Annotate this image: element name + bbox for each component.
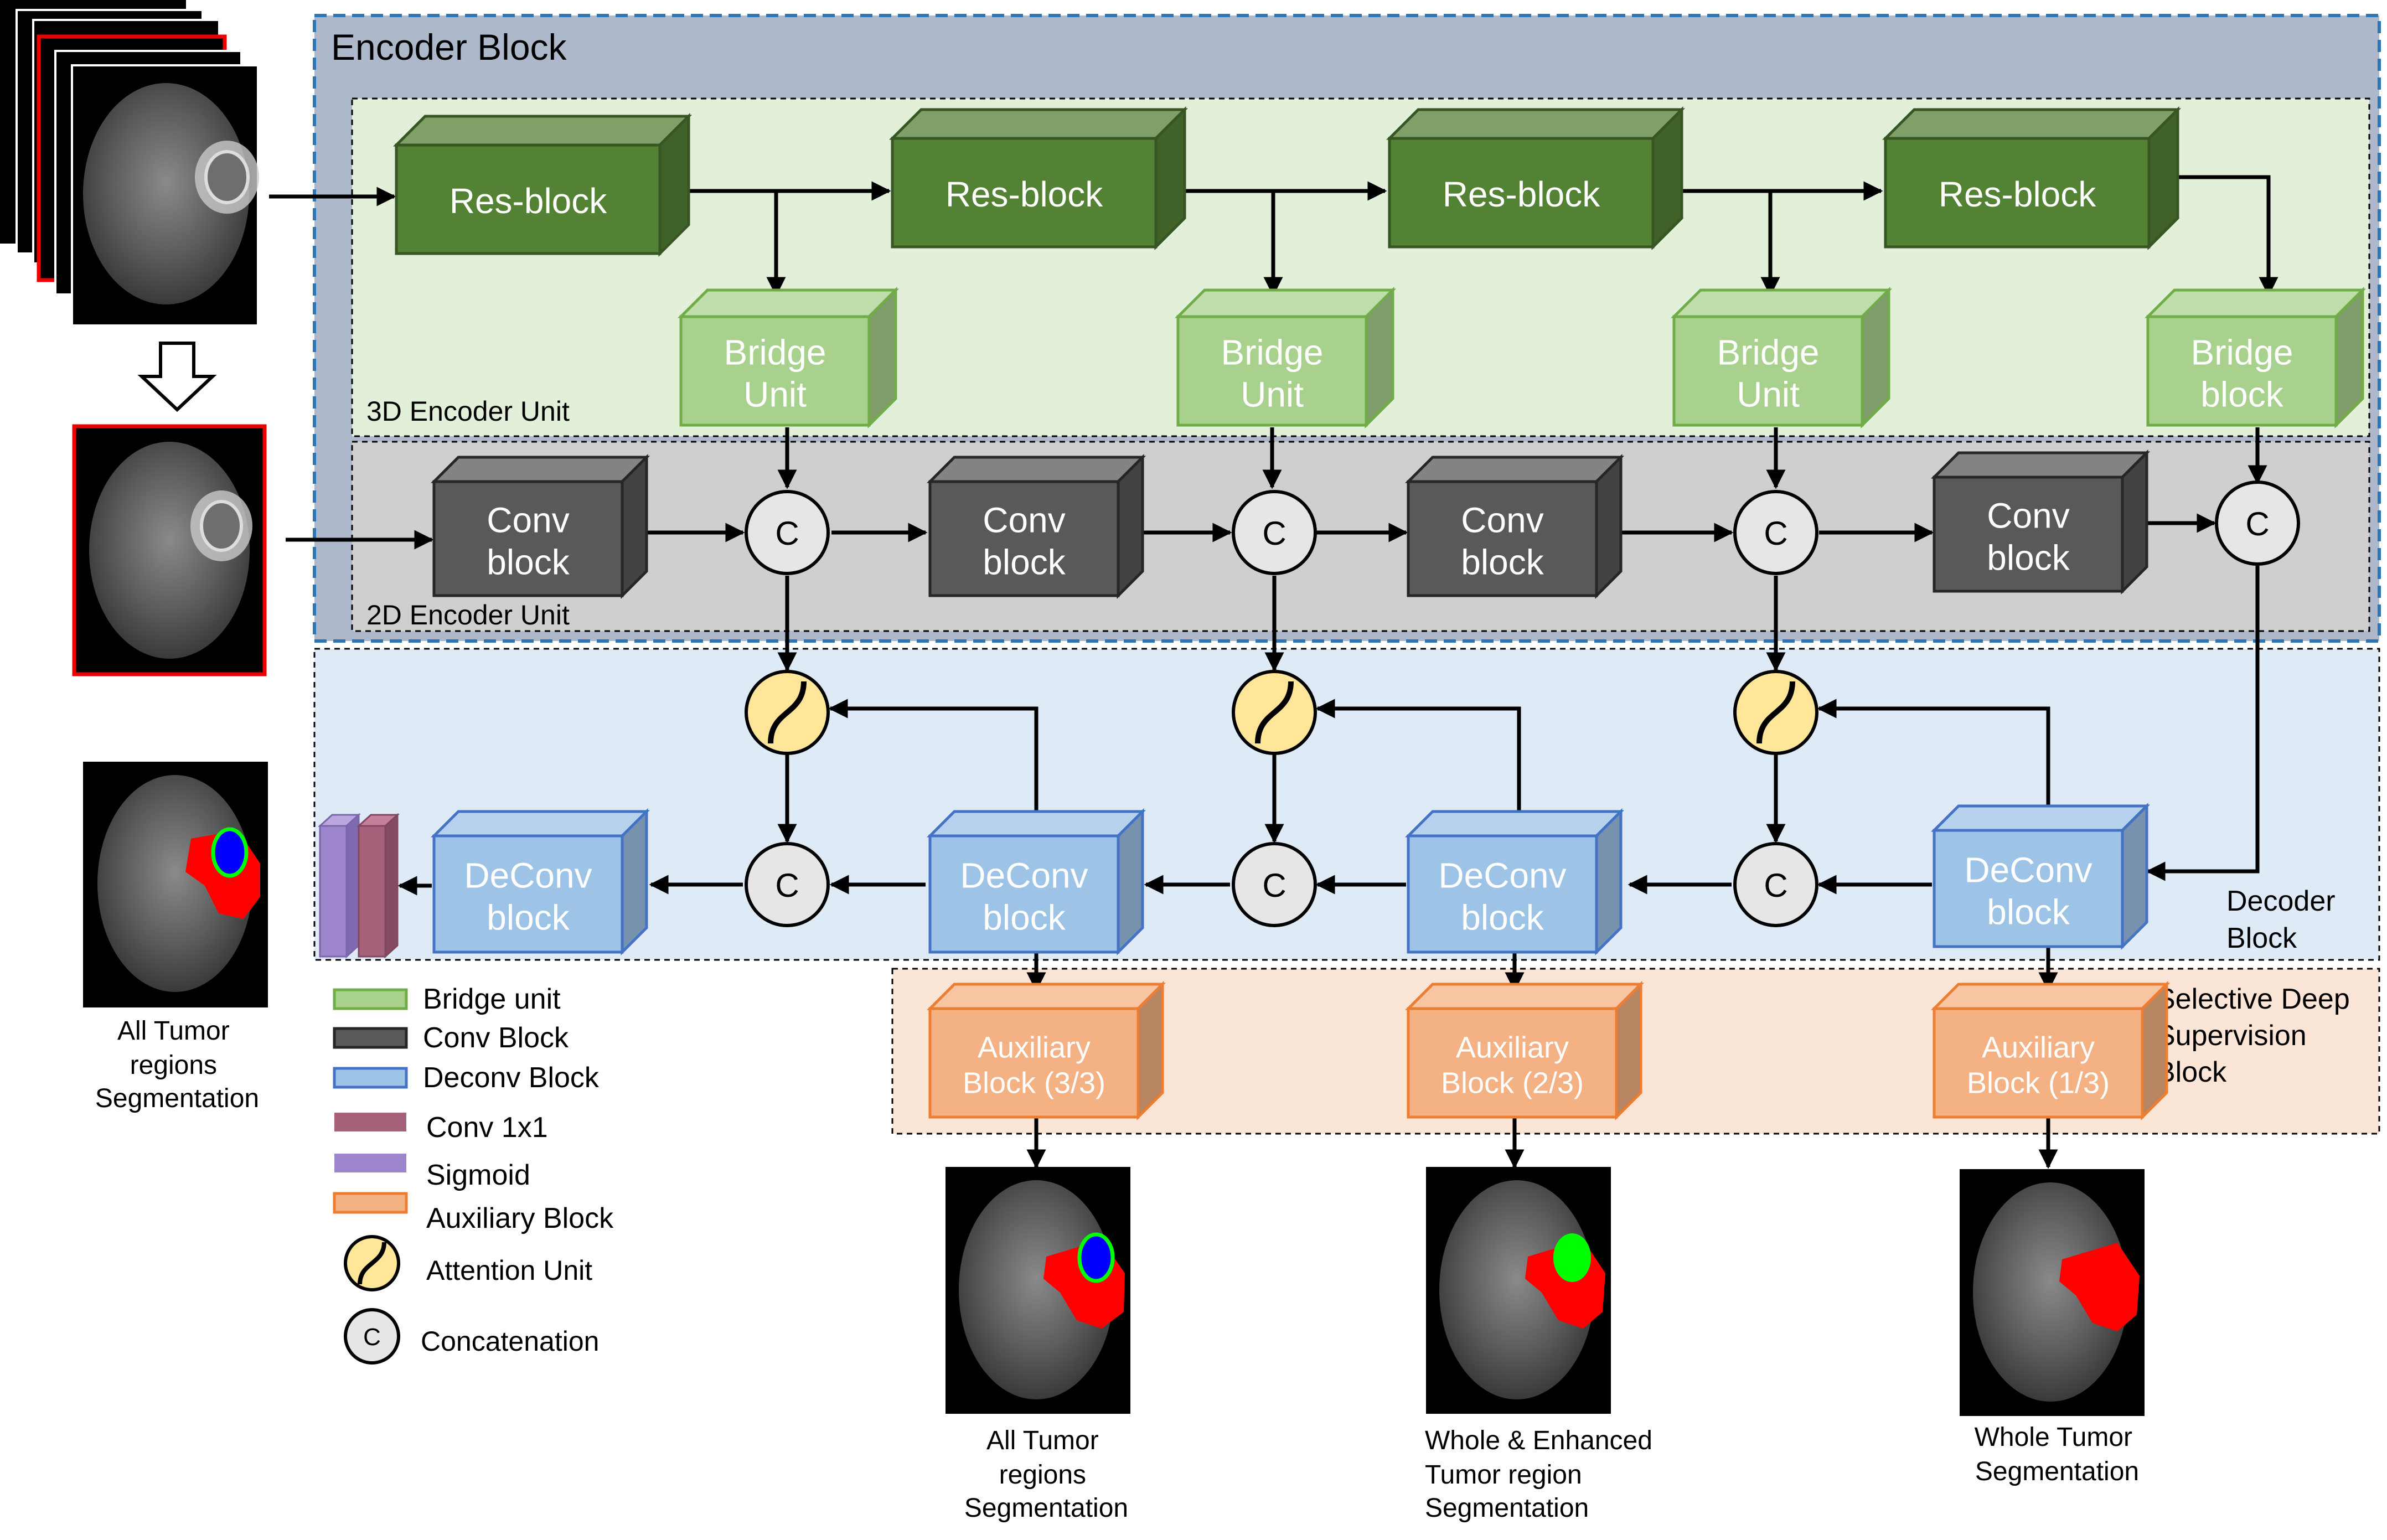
svg-text:C: C bbox=[1262, 515, 1286, 552]
res-block-3: Res-block bbox=[1386, 106, 1686, 251]
concat-encoder-1: C bbox=[745, 490, 830, 575]
selective-label-line2: Supervision bbox=[2156, 1020, 2307, 1052]
encoder-block-title: Encoder Block bbox=[331, 27, 567, 68]
res-block-1-label: Res-block bbox=[450, 181, 608, 221]
legend-label-concat: Concatenation bbox=[421, 1326, 599, 1357]
output-left-caption: All Tumor regions Segmentation bbox=[95, 1016, 259, 1113]
conv1x1-layer bbox=[356, 813, 400, 959]
svg-text:C: C bbox=[2245, 505, 2269, 542]
legend-swatch-sigmoid bbox=[334, 1154, 406, 1172]
legend-label-auxiliary: Auxiliary Block bbox=[426, 1202, 614, 1234]
sigmoid-layer bbox=[318, 813, 361, 959]
legend-label-conv: Conv Block bbox=[423, 1022, 569, 1054]
encoder-2d-label: 2D Encoder Unit bbox=[366, 600, 570, 631]
res-block-2: Res-block bbox=[888, 106, 1189, 251]
svg-text:C: C bbox=[1764, 867, 1787, 904]
legend-swatch-deconv bbox=[333, 1067, 408, 1089]
legend-label-conv1x1: Conv 1x1 bbox=[426, 1112, 548, 1144]
concat-decoder-2: C bbox=[1232, 842, 1317, 927]
attention-unit-2 bbox=[1232, 670, 1317, 755]
res-block-3-label: Res-block bbox=[1443, 174, 1601, 214]
decoder-label-line2: Block bbox=[2226, 922, 2297, 954]
legend-attention-icon bbox=[344, 1235, 400, 1291]
input-mri-slice bbox=[72, 424, 267, 676]
legend: Bridge unit Conv Block Deconv Block Conv… bbox=[333, 983, 614, 1365]
concat-encoder-3: C bbox=[1733, 490, 1818, 575]
selective-block-label: Selective Deep Supervision Block bbox=[2156, 983, 2358, 1088]
svg-text:C: C bbox=[1764, 515, 1787, 552]
svg-text:C: C bbox=[1262, 867, 1286, 904]
res-block-4-label: Res-block bbox=[1939, 174, 2097, 214]
output-aux1-caption: Whole Tumor Segmentation bbox=[1975, 1423, 2140, 1486]
res-block-2-label: Res-block bbox=[946, 174, 1104, 214]
output-mri-left bbox=[83, 762, 268, 1007]
legend-swatch-bridge bbox=[333, 988, 408, 1010]
decoder-block-label: Decoder Block bbox=[2226, 885, 2343, 954]
legend-label-attention: Attention Unit bbox=[426, 1255, 592, 1286]
attention-unit-3 bbox=[1733, 670, 1818, 755]
legend-label-sigmoid: Sigmoid bbox=[426, 1159, 530, 1191]
output-mri-aux2 bbox=[1426, 1167, 1611, 1414]
legend-label-bridge: Bridge unit bbox=[423, 983, 561, 1015]
svg-text:C: C bbox=[775, 515, 799, 552]
output-mri-aux3 bbox=[946, 1167, 1130, 1414]
concat-encoder-2: C bbox=[1232, 490, 1317, 575]
output-mri-aux1 bbox=[1960, 1169, 2145, 1416]
legend-label-deconv: Deconv Block bbox=[423, 1062, 600, 1094]
slice-arrow-icon bbox=[137, 342, 217, 412]
legend-swatch-conv1x1 bbox=[334, 1113, 406, 1131]
concat-decoder-3: C bbox=[1733, 842, 1818, 927]
concat-encoder-4: C bbox=[2215, 480, 2300, 566]
decoder-label-line1: Decoder bbox=[2226, 885, 2336, 917]
legend-concat-icon: C bbox=[344, 1308, 400, 1365]
output-aux2-caption: Whole & Enhanced Tumor region Segmentati… bbox=[1425, 1426, 1660, 1523]
legend-swatch-auxiliary bbox=[333, 1192, 408, 1214]
res-block-4: Res-block bbox=[1882, 106, 2182, 251]
legend-swatch-conv bbox=[333, 1027, 408, 1049]
encoder-3d-label: 3D Encoder Unit bbox=[366, 396, 570, 427]
output-aux3-caption: All Tumor regions Segmentation bbox=[964, 1426, 1128, 1523]
svg-text:C: C bbox=[775, 867, 799, 904]
concat-decoder-1: C bbox=[745, 842, 830, 927]
res-block-1: Res-block bbox=[392, 112, 693, 257]
blocks-layer: Res-block Res-block Res-block Res-blockBrid… bbox=[392, 106, 2367, 1121]
svg-text:C: C bbox=[363, 1324, 381, 1351]
selective-label-line1: Selective Deep bbox=[2156, 983, 2350, 1015]
attention-unit-1 bbox=[745, 670, 830, 755]
input-mri-stack bbox=[0, 0, 259, 327]
